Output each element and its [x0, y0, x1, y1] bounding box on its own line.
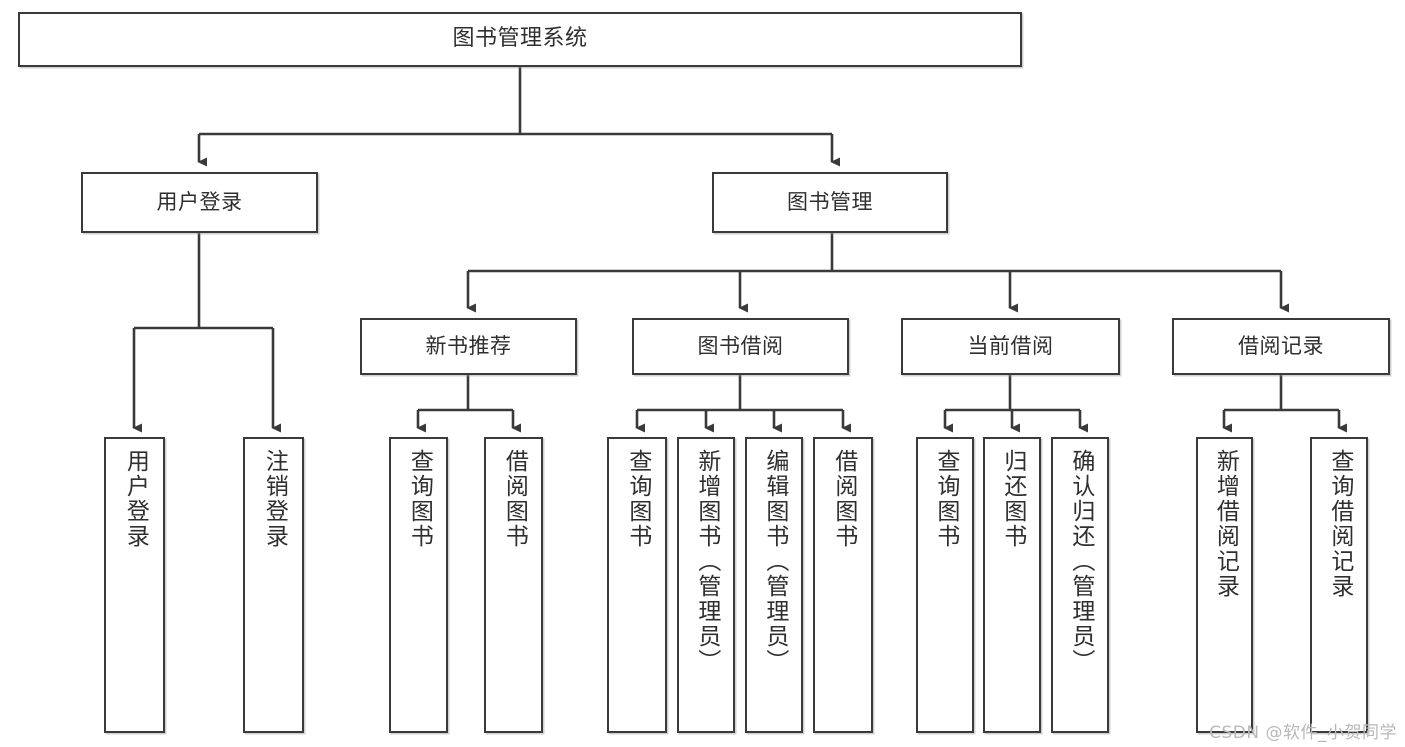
node-label: 图书管理系统: [452, 26, 588, 52]
leaf-logout[interactable]: 注销登录: [243, 437, 304, 733]
node-label: 查询借阅记录: [1326, 449, 1353, 599]
leaf-query-book-borrow[interactable]: 查询图书: [607, 437, 667, 733]
node-label: 图书管理: [787, 190, 873, 215]
node-label: 注销登录: [261, 449, 288, 549]
node-label: 查询图书: [932, 449, 959, 549]
node-book-borrowing[interactable]: 图书借阅: [632, 318, 849, 375]
watermark: CSDN @软件_小贺同学: [1209, 723, 1397, 743]
node-label: 归还图书: [999, 449, 1026, 549]
node-current-borrowing[interactable]: 当前借阅: [901, 318, 1120, 375]
node-label: 当前借阅: [967, 334, 1054, 359]
node-label: 借阅记录: [1238, 334, 1324, 359]
node-label: 借阅图书: [830, 449, 857, 549]
node-label: 查询图书: [406, 449, 433, 549]
leaf-borrow-book-newbook[interactable]: 借阅图书: [484, 437, 543, 733]
leaf-query-book-current[interactable]: 查询图书: [916, 437, 974, 733]
node-label: 用户登录: [122, 449, 149, 549]
node-user-login[interactable]: 用户登录: [81, 172, 318, 233]
node-label: 图书借阅: [697, 334, 784, 359]
node-label: 编辑图书（管理员）: [761, 449, 788, 674]
leaf-edit-book-admin[interactable]: 编辑图书（管理员）: [745, 437, 803, 733]
node-new-book-recommendation[interactable]: 新书推荐: [360, 318, 577, 375]
leaf-confirm-return-admin[interactable]: 确认归还（管理员）: [1051, 437, 1109, 733]
leaf-query-borrow-record[interactable]: 查询借阅记录: [1310, 437, 1368, 733]
leaf-query-book-newbook[interactable]: 查询图书: [389, 437, 448, 733]
leaf-add-book-admin[interactable]: 新增图书（管理员）: [677, 437, 735, 733]
node-book-management[interactable]: 图书管理: [712, 172, 948, 233]
leaf-add-borrow-record[interactable]: 新增借阅记录: [1196, 437, 1253, 733]
node-borrowing-records[interactable]: 借阅记录: [1172, 318, 1390, 375]
node-label: 借阅图书: [501, 449, 528, 549]
node-label: 查询图书: [624, 449, 651, 549]
leaf-user-login[interactable]: 用户登录: [104, 437, 165, 733]
node-label: 新增借阅记录: [1212, 449, 1239, 599]
node-label: 确认归还（管理员）: [1067, 449, 1094, 674]
node-label: 用户登录: [156, 190, 243, 215]
node-label: 新增图书（管理员）: [693, 449, 720, 674]
node-label: 新书推荐: [425, 334, 512, 359]
leaf-return-book[interactable]: 归还图书: [983, 437, 1041, 733]
node-root-book-management-system[interactable]: 图书管理系统: [18, 12, 1022, 67]
leaf-borrow-book[interactable]: 借阅图书: [813, 437, 873, 733]
